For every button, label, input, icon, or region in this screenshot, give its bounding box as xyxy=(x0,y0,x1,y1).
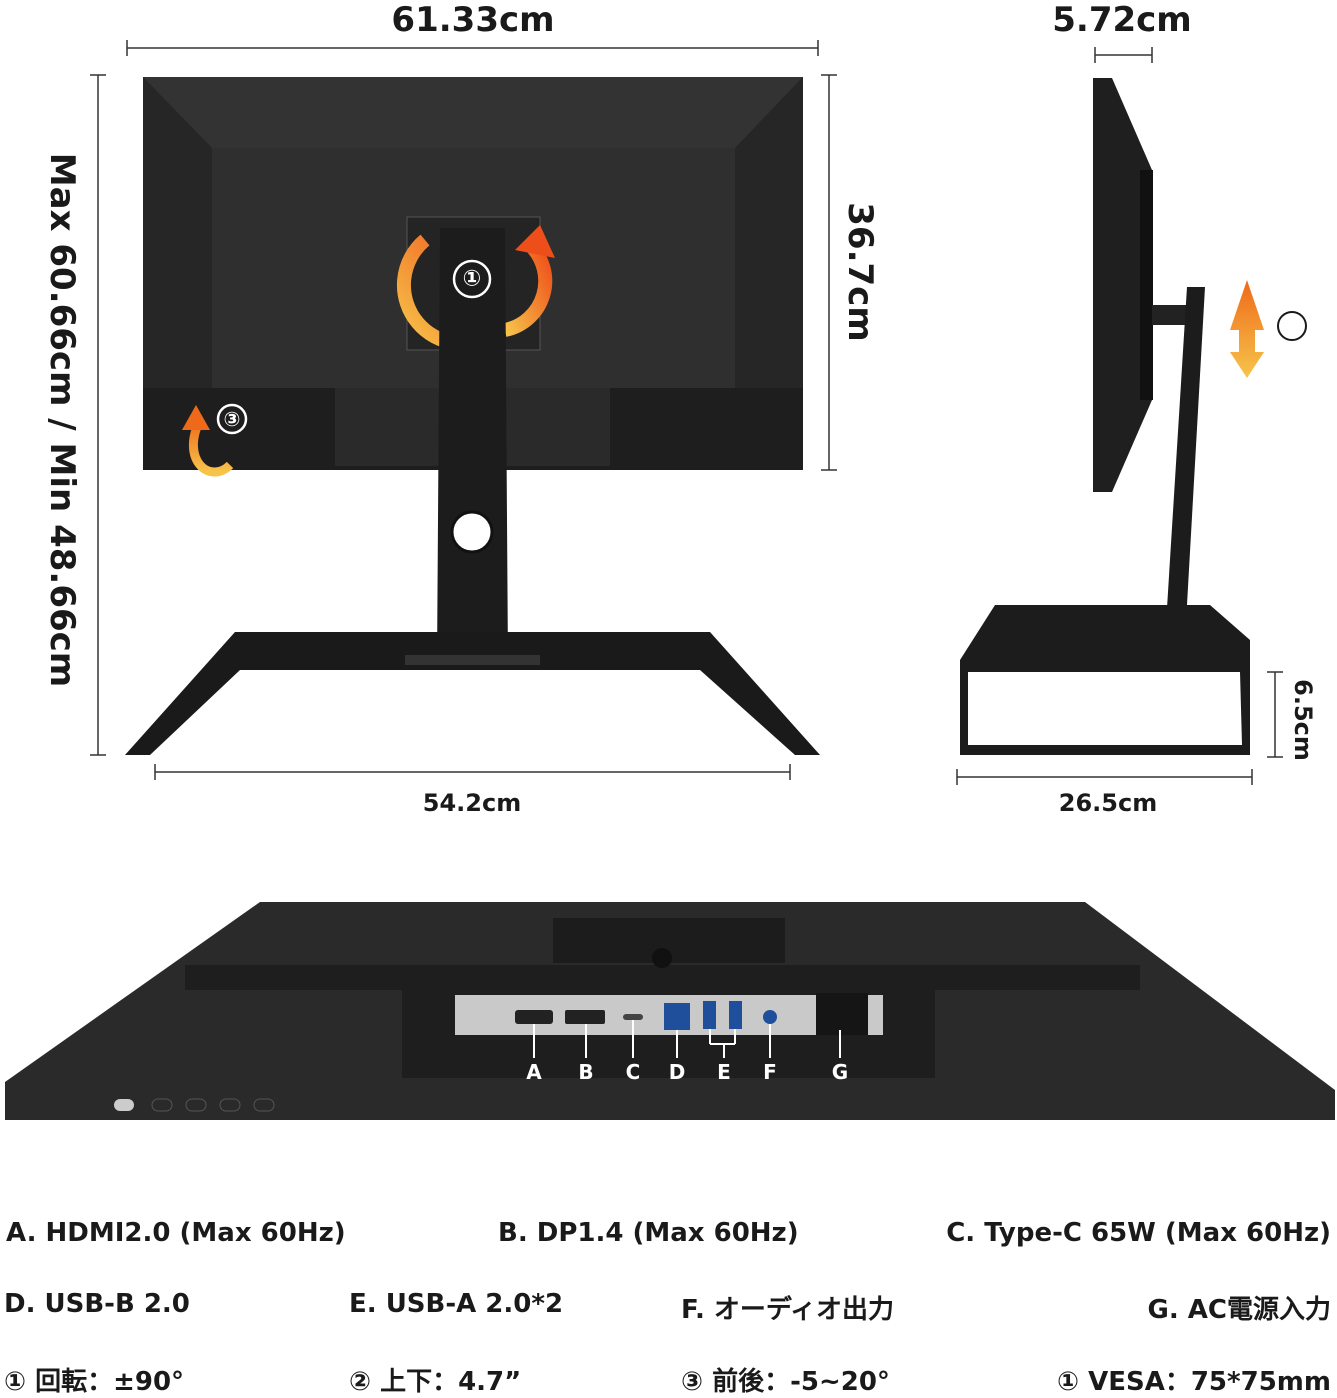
spec-audio: F. オーディオ出力 xyxy=(681,1295,895,1325)
port-label-f: F xyxy=(763,1060,777,1084)
spec-usba: E. USB-A 2.0*2 xyxy=(349,1289,564,1319)
panel-height-label: 36.7cm xyxy=(840,202,880,342)
port-label-c: C xyxy=(625,1060,641,1084)
depth-label: 5.72cm xyxy=(1052,0,1192,40)
monitor-back-view xyxy=(125,77,820,755)
base-width-label: 54.2cm xyxy=(422,789,522,817)
spec-dp: B. DP1.4 (Max 60Hz) xyxy=(498,1218,799,1248)
spec-hdmi: A. HDMI2.0 (Max 60Hz) xyxy=(6,1218,346,1248)
spec-usbb: D. USB-B 2.0 xyxy=(4,1289,190,1319)
port-label-d: D xyxy=(668,1060,686,1084)
spec-typec: C. Type-C 65W (Max 60Hz) xyxy=(946,1218,1331,1248)
base-height-label: 6.5cm xyxy=(1289,679,1317,761)
spec-height: ② 上下：4.7” xyxy=(349,1367,522,1397)
dimension-lines xyxy=(90,40,1283,785)
spec-vesa: ① VESA：75*75mm xyxy=(1057,1367,1331,1397)
port-label-g: G xyxy=(831,1060,849,1084)
spec-rotate: ① 回転：±90° xyxy=(4,1367,185,1397)
port-label-e: E xyxy=(717,1060,731,1084)
spec-ac: G. AC電源入力 xyxy=(1147,1295,1331,1325)
width-label: 61.33cm xyxy=(391,0,555,40)
height-range-label: Max 60.66cm / Min 48.66cm xyxy=(42,152,82,688)
port-label-b: B xyxy=(578,1060,594,1084)
base-depth-label: 26.5cm xyxy=(1058,789,1158,817)
monitor-side-view xyxy=(960,78,1307,755)
spec-tilt: ③ 前後：-5~20° xyxy=(681,1367,890,1397)
tilt-marker: ③ xyxy=(223,407,241,431)
monitor-bottom-view xyxy=(5,902,1335,1120)
port-label-a: A xyxy=(526,1060,542,1084)
rotate-marker: ① xyxy=(462,266,482,292)
